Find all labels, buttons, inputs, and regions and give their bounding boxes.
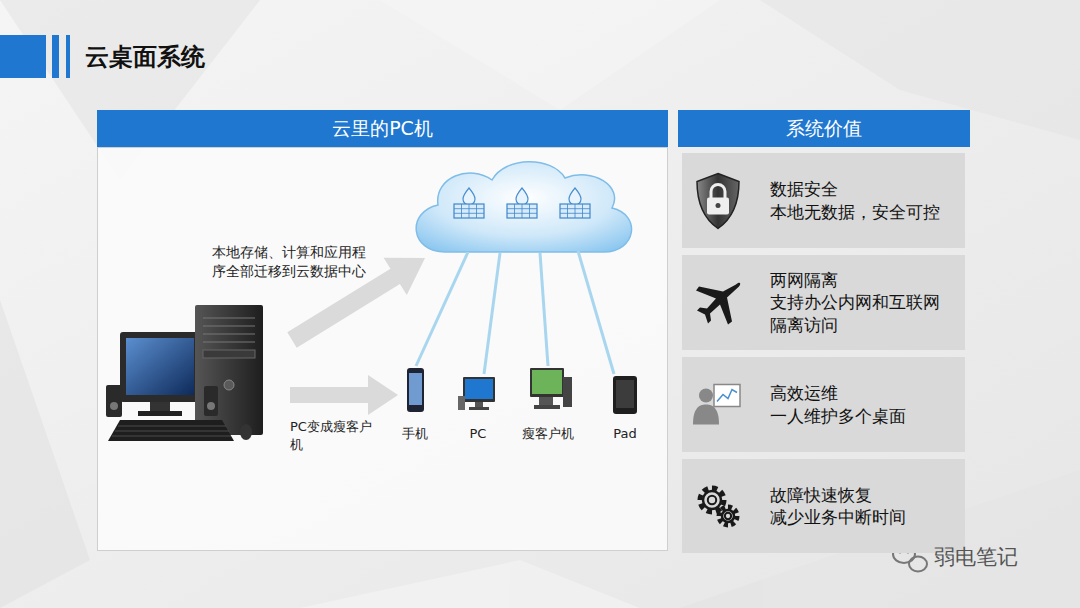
device-label: 手机 — [385, 425, 445, 443]
panel: 云里的PC机 — [97, 110, 668, 551]
panel: 系统价值数据安全本地无数据，安全可控两网隔离支持办公内网和互联网隔离访问高效运维… — [678, 110, 970, 553]
value-description: 减少业务中断时间 — [770, 506, 952, 528]
panel-header: 云里的PC机 — [97, 110, 668, 147]
value-description: 支持办公内网和互联网隔离访问 — [770, 291, 952, 335]
value-heading: 高效运维 — [770, 382, 952, 404]
value-heading: 数据安全 — [770, 178, 952, 200]
value-description: 一人维护多个桌面 — [770, 405, 952, 427]
device-label: PC — [448, 425, 508, 443]
text-column: 故障快速恢复减少业务中断时间 — [770, 459, 952, 553]
value-box: 故障快速恢复减少业务中断时间 — [682, 459, 965, 553]
value-heading: 故障快速恢复 — [770, 484, 952, 506]
value-heading: 两网隔离 — [770, 269, 952, 291]
migration-note: 本地存储、计算和应用程序全部迁移到云数据中心 — [212, 243, 374, 281]
gears-icon — [682, 459, 762, 553]
value-box: 两网隔离支持办公内网和互联网隔离访问 — [682, 255, 965, 350]
panel-header: 系统价值 — [678, 110, 970, 147]
value-box: 数据安全本地无数据，安全可控 — [682, 153, 965, 248]
text-column: 两网隔离支持办公内网和互联网隔离访问 — [770, 255, 952, 350]
slide-title: 云桌面系统 — [85, 41, 205, 73]
device-label: 瘦客户机 — [508, 425, 588, 443]
person-icon — [682, 357, 762, 452]
value-box: 高效运维一人维护多个桌面 — [682, 357, 965, 452]
text-column: 高效运维一人维护多个桌面 — [770, 357, 952, 452]
value-description: 本地无数据，安全可控 — [770, 201, 952, 223]
thin-client-note: PC变成瘦客户机 — [290, 418, 384, 453]
watermark: 弱电笔记 — [934, 543, 1044, 571]
device-label: Pad — [595, 425, 655, 443]
lock-icon — [682, 153, 762, 248]
plane-icon — [682, 255, 762, 350]
text-column: 数据安全本地无数据，安全可控 — [770, 153, 952, 248]
